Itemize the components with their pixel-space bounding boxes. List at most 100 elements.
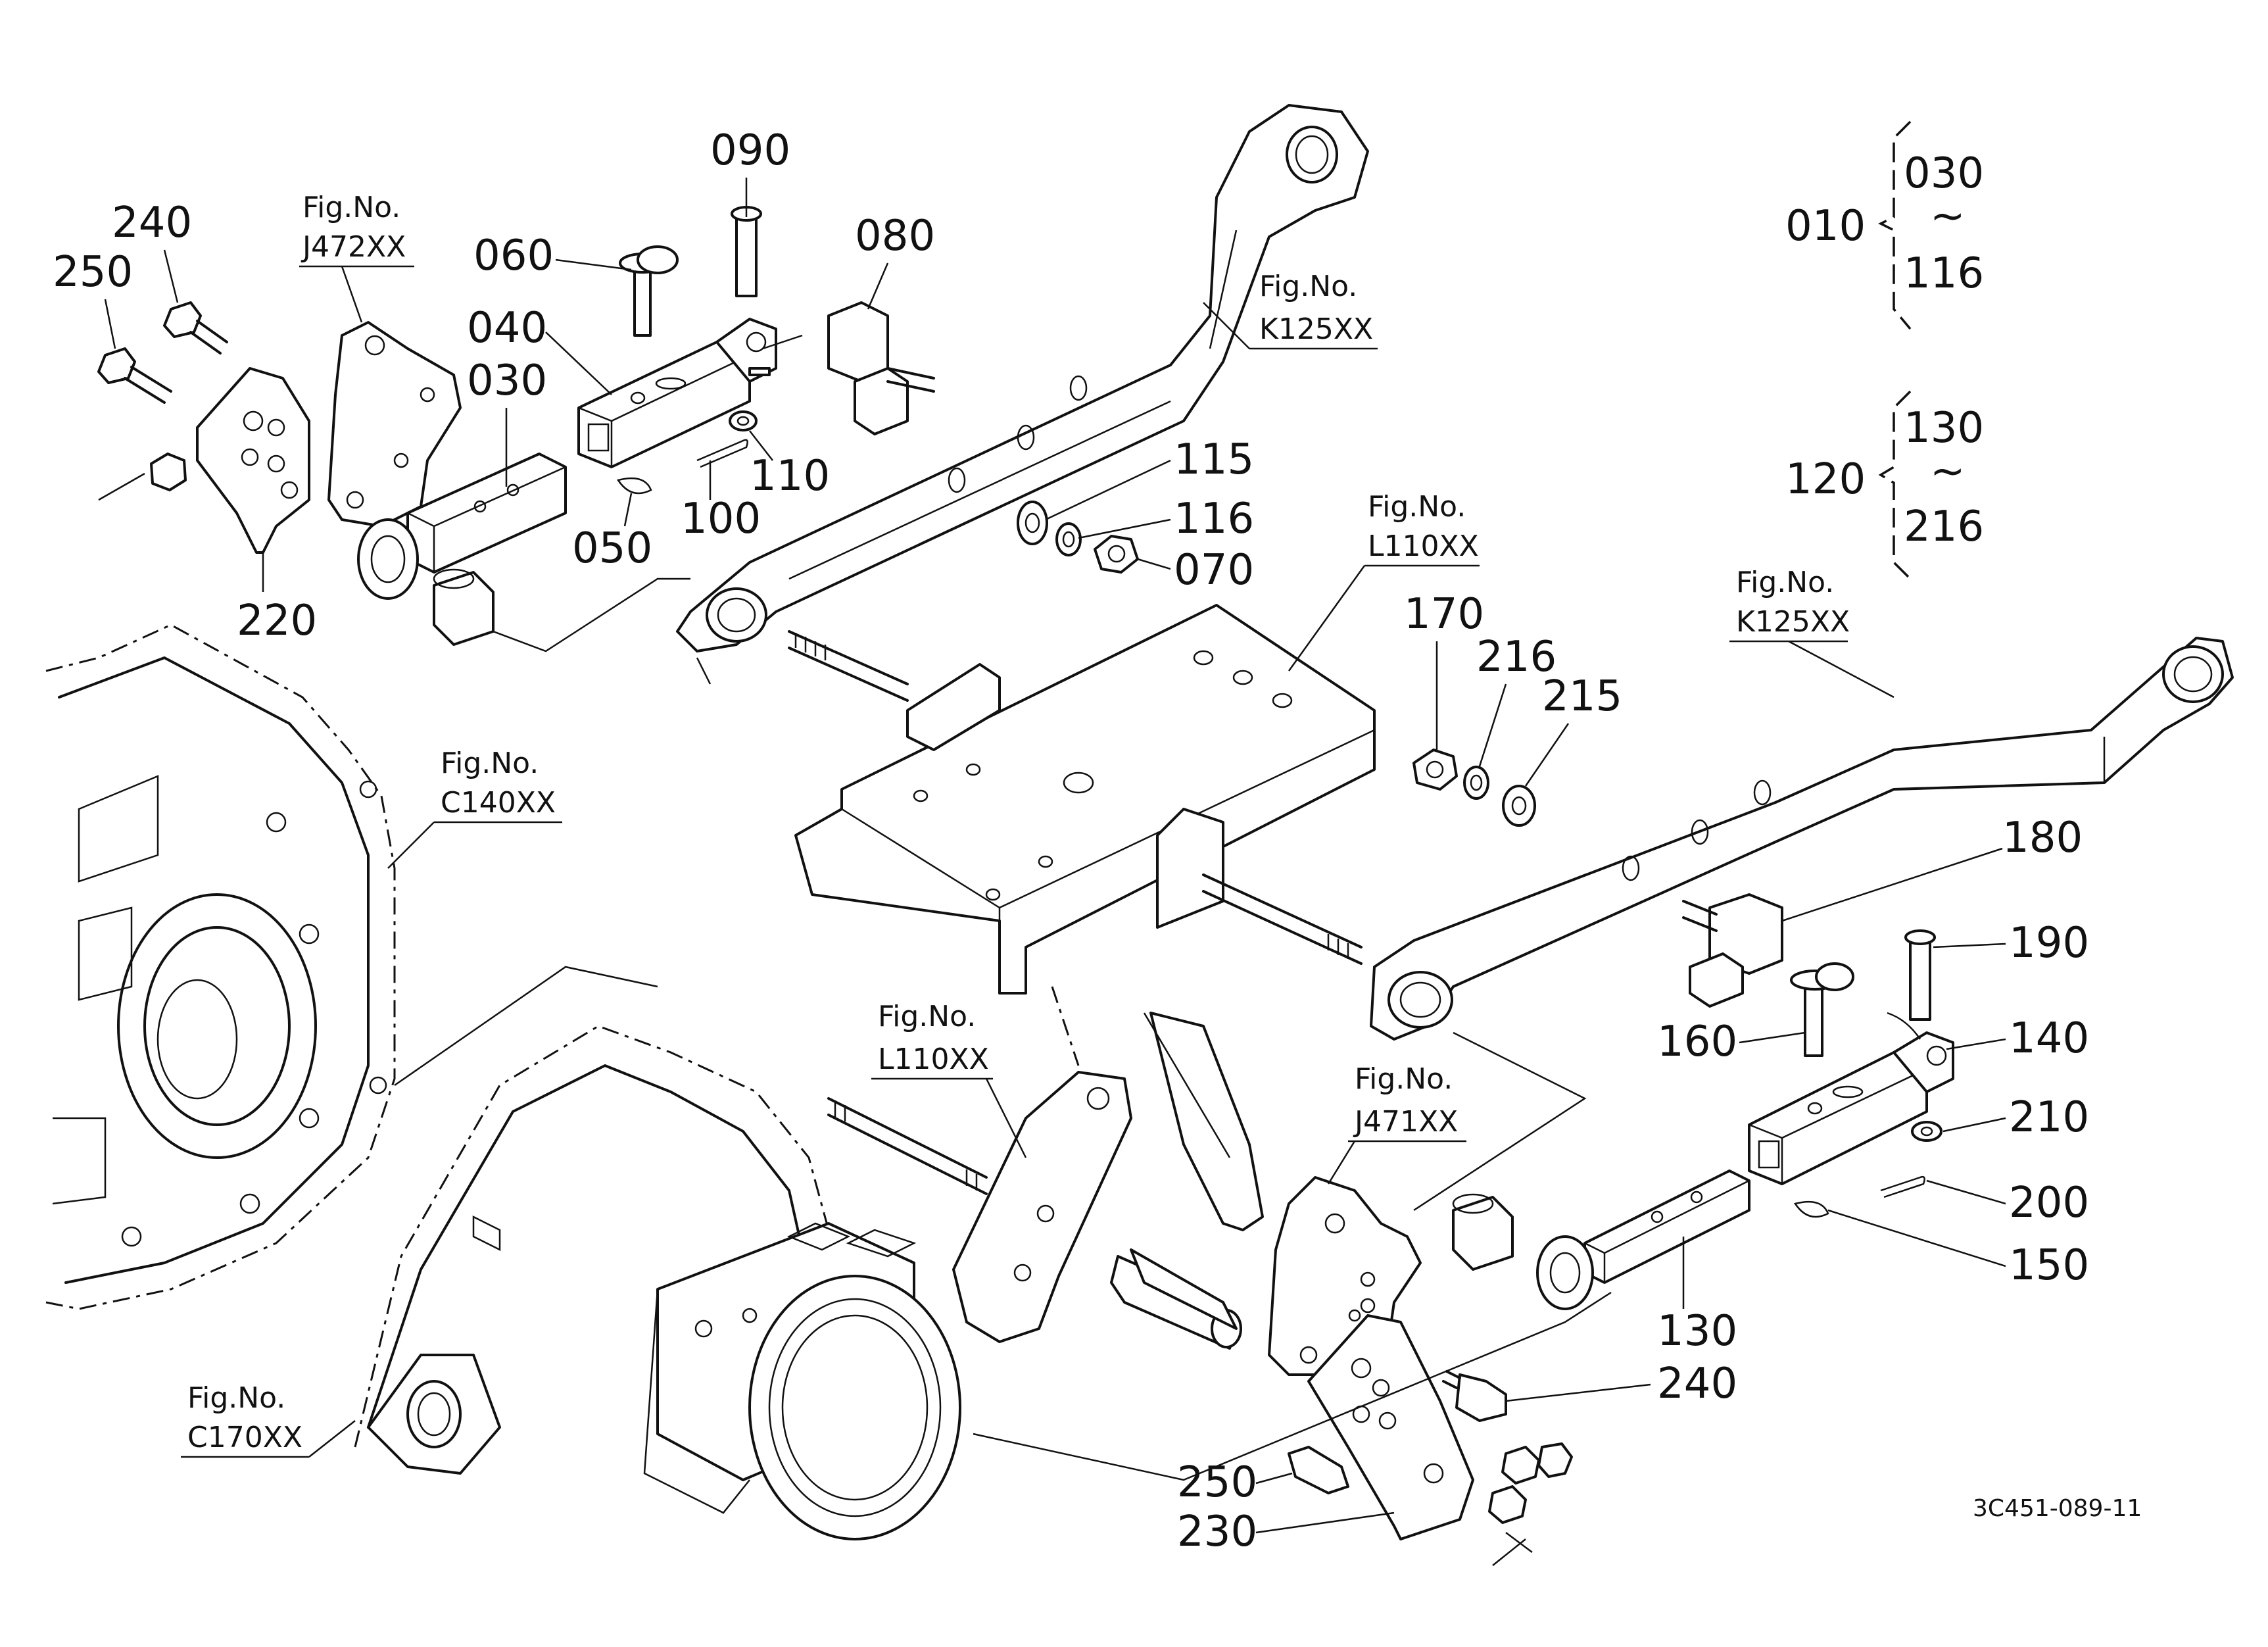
part-callout-230: 230 xyxy=(1177,1508,1395,1556)
part-callout-116: 116 xyxy=(1078,495,1254,543)
lower-stabilizer-slide xyxy=(1536,1031,1954,1310)
part-callout-200: 200 xyxy=(1926,1179,2089,1227)
fig-ref-code: L110XX xyxy=(878,1043,989,1076)
part-number: 100 xyxy=(681,495,761,543)
bushings xyxy=(433,568,1514,1330)
fig-ref-code: C170XX xyxy=(187,1421,302,1454)
fig-ref-code: C140XX xyxy=(441,786,556,820)
fig-ref-l110-lower: Fig.No. L110XX xyxy=(871,1000,1027,1158)
part-callout-150: 150 xyxy=(1827,1209,2089,1290)
fig-ref-caption: Fig.No. xyxy=(1368,490,1466,524)
pin-160 xyxy=(1790,962,1854,1057)
assembly-group-010: 010 030 ~ 116 xyxy=(1785,120,1984,330)
part-number: 216 xyxy=(1476,633,1556,681)
fig-ref-k125-lower: Fig.No. K125XX xyxy=(1729,566,1894,699)
part-number: 220 xyxy=(237,597,317,645)
part-number: 170 xyxy=(1404,590,1484,639)
part-number: 180 xyxy=(2002,814,2083,862)
group-range-end: 116 xyxy=(1904,249,1984,298)
group-parent-label: 120 xyxy=(1785,455,1866,504)
bolts-240-250-left xyxy=(97,301,228,501)
part-callout-160: 160 xyxy=(1657,1018,1806,1066)
part-number: 230 xyxy=(1177,1508,1257,1556)
part-callout-030: 030 xyxy=(467,356,547,487)
part-number: 210 xyxy=(2009,1093,2089,1142)
part-number: 116 xyxy=(1174,495,1254,543)
part-callout-140: 140 xyxy=(1946,1014,2089,1063)
lower-pivot-pin xyxy=(1202,873,1363,965)
group-range-tilde: ~ xyxy=(1930,192,1966,241)
fig-ref-code: K125XX xyxy=(1736,605,1850,639)
lift-arm-plate xyxy=(952,986,1264,1350)
part-callout-080: 080 xyxy=(855,212,935,310)
part-number: 200 xyxy=(2009,1179,2089,1227)
swivel-block-080 xyxy=(827,301,935,435)
fig-ref-code: L110XX xyxy=(1368,529,1479,563)
part-callout-216: 216 xyxy=(1476,633,1556,767)
lower-link-arm-lower xyxy=(1370,637,2234,1041)
swivel-block-180 xyxy=(1682,893,1783,1008)
part-callout-180: 180 xyxy=(1781,814,2083,922)
fig-ref-code: K125XX xyxy=(1259,312,1373,346)
washers-170-216-215 xyxy=(1412,749,1536,827)
part-number: 050 xyxy=(572,524,652,573)
bolts-240-250-right xyxy=(1288,1370,1573,1566)
fig-ref-caption: Fig.No. xyxy=(302,191,400,224)
part-number: 160 xyxy=(1657,1018,1737,1066)
lower-link-arm-upper xyxy=(676,104,1369,652)
fig-ref-caption: Fig.No. xyxy=(878,1000,976,1033)
part-callout-070: 070 xyxy=(1137,546,1254,595)
part-callout-215: 215 xyxy=(1524,672,1622,787)
fig-ref-j471: Fig.No. J471XX xyxy=(1327,1062,1466,1185)
group-range-start: 130 xyxy=(1904,404,1984,453)
part-number: 130 xyxy=(1657,1307,1737,1356)
part-number: 110 xyxy=(750,452,830,501)
pin-090 xyxy=(731,206,762,297)
part-number: 140 xyxy=(2009,1014,2089,1063)
fig-ref-code: J472XX xyxy=(301,230,406,264)
part-callout-250-upper: 250 xyxy=(53,248,133,349)
drawbar-frame xyxy=(794,604,1376,995)
part-number: 190 xyxy=(2009,919,2089,968)
group-range-start: 030 xyxy=(1904,149,1984,198)
part-number: 250 xyxy=(53,248,133,297)
group-range-tilde: ~ xyxy=(1930,447,1966,496)
fig-ref-caption: Fig.No. xyxy=(1736,566,1834,599)
center-pivot-pin xyxy=(827,1097,988,1195)
washers-115-116-070 xyxy=(1017,501,1139,574)
upper-pivot-pin xyxy=(788,630,909,702)
part-callout-220: 220 xyxy=(237,553,317,645)
part-callout-210: 210 xyxy=(1942,1093,2089,1142)
part-callout-240-upper: 240 xyxy=(112,199,192,303)
part-number: 240 xyxy=(1657,1360,1737,1408)
left-bracket xyxy=(327,321,462,528)
part-callout-130: 130 xyxy=(1657,1237,1737,1356)
part-callout-090: 090 xyxy=(710,126,790,217)
fig-ref-c140: Fig.No. C140XX xyxy=(387,747,562,869)
group-range-end: 216 xyxy=(1904,503,1984,551)
part-number: 115 xyxy=(1174,435,1254,484)
group-parent-label: 010 xyxy=(1785,202,1866,251)
fig-ref-k125-upper: Fig.No. K125XX xyxy=(1203,270,1378,350)
part-number: 215 xyxy=(1542,672,1622,721)
part-callout-170: 170 xyxy=(1404,590,1484,750)
part-number: 040 xyxy=(467,304,547,353)
pin-190 xyxy=(1904,929,1936,1021)
part-number: 080 xyxy=(855,212,935,260)
part-number: 250 xyxy=(1177,1458,1257,1507)
part-number: 090 xyxy=(710,126,790,175)
part-callout-050: 050 xyxy=(572,493,652,573)
part-callout-250-lower: 250 xyxy=(1177,1458,1293,1507)
rear-axle-case xyxy=(354,1025,961,1540)
part-number: 060 xyxy=(473,232,554,280)
upper-stabilizer-slide xyxy=(357,318,777,600)
fig-ref-caption: Fig.No. xyxy=(1355,1062,1453,1096)
fig-ref-caption: Fig.No. xyxy=(187,1381,285,1415)
part-callout-240-lower: 240 xyxy=(1505,1360,1737,1408)
part-callout-115: 115 xyxy=(1045,435,1254,521)
part-callout-060: 060 xyxy=(473,232,632,280)
fig-ref-code: J471XX xyxy=(1353,1105,1458,1139)
part-number: 240 xyxy=(112,199,192,247)
fig-ref-l110-upper: Fig.No. L110XX xyxy=(1288,490,1480,672)
